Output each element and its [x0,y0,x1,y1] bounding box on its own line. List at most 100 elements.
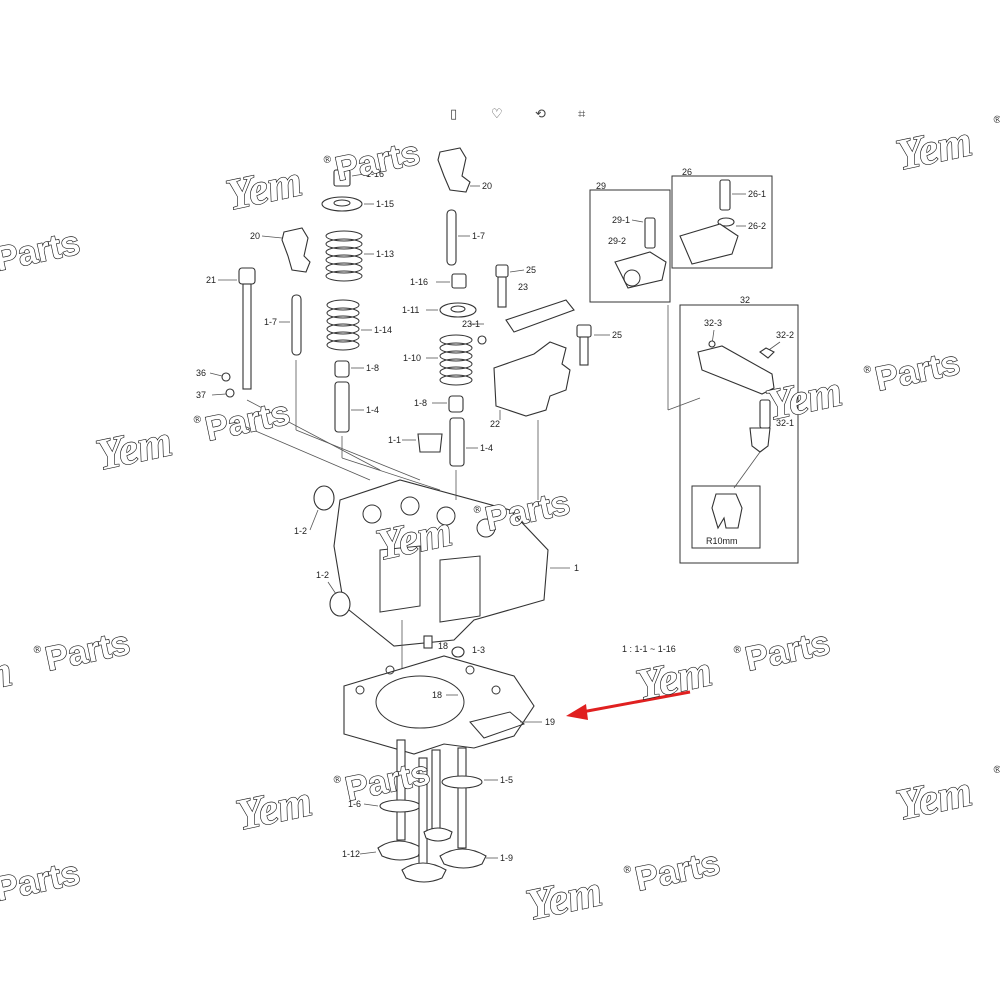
label-1-4-center: 1-4 [480,443,493,453]
svg-text:Yem: Yem [762,366,846,430]
rocker-shaft-assembly: 25 23 25 22 [490,264,622,500]
center-spring-part [439,334,473,386]
detail-box-29: 29 29-1 29-2 [589,181,671,303]
valve-ring-part-1-6 [379,799,421,813]
watermark-logo: Yem ® Parts [891,114,1000,181]
label-20-left: 20 [250,231,260,241]
valve-head-part-b [401,862,447,883]
valve-guide-part [334,381,350,433]
label-36: 36 [196,368,206,378]
svg-text:®: ® [863,364,873,376]
svg-text:Parts: Parts [0,224,83,279]
label-22: 22 [490,419,500,429]
head-bolt-part [238,267,256,285]
svg-text:Parts: Parts [332,134,423,189]
dowel-part [221,372,231,382]
detail-tip-part [711,493,743,530]
valves: 1-6 1-12 1-5 1-9 [342,739,513,883]
toolbar: ▯ ♡ ⟲ ⌗ [450,107,586,122]
rocker-shaft-part [505,299,575,333]
plug-part-1-3 [451,646,465,658]
watermark-logo: Yem ® Parts [91,393,294,480]
svg-text:®: ® [323,154,333,166]
rocker-arm-part-29 [614,251,667,289]
label-1-12: 1-12 [342,849,360,859]
svg-text:Parts: Parts [872,344,963,399]
valve-seat-part [417,433,443,453]
rocker-arm-part-26 [679,223,739,265]
dowel-part-head [423,635,433,649]
label-1-1-to-1-16: 1 : 1-1 ~ 1-16 [622,644,676,654]
retainer-part-center [439,302,477,318]
label-25-top: 25 [526,265,536,275]
valve-seal-part [334,360,350,378]
far-left-parts: 20 1-7 21 36 37 [196,227,311,400]
adjust-screw-part [644,217,656,249]
label-1-6: 1-6 [348,799,361,809]
watermarks: Yem ® Parts Yem ® Parts Yem ® Parts Yem … [0,114,1000,931]
label-1-2-bottom: 1-2 [316,570,329,580]
svg-text:Yem: Yem [0,646,16,710]
head-gasket: 18 19 1 : 1-1 ~ 1-16 [343,644,691,755]
label-1-1: 1-1 [388,435,401,445]
valve-stem-part-c [431,749,441,831]
watermark-logo: Yem ® Parts [891,764,1000,831]
svg-text:Yem: Yem [222,156,306,220]
svg-text:Parts: Parts [0,854,83,909]
label-29-1: 29-1 [612,215,630,225]
label-32: 32 [740,295,750,305]
label-20-center: 20 [482,181,492,191]
rocker-arm-part-center [437,147,471,193]
detail-box-32: 32 32-3 32-2 32-1 R10mm [667,295,799,564]
label-25-right: 25 [612,330,622,340]
valve-ring-part-1-5 [441,775,483,789]
rocker-arm-part-32 [697,345,775,395]
rocker-bracket-part [493,341,571,417]
head-gasket-part [343,655,535,755]
label-1-5: 1-5 [500,775,513,785]
label-32-1: 32-1 [776,418,794,428]
expansion-plug-part-bottom [329,591,351,617]
copy-icon[interactable]: ▯ [450,107,457,122]
svg-text:Yem: Yem [522,866,606,930]
svg-text:Yem: Yem [892,116,976,180]
watermark-logo: Yem ® Parts [761,343,964,430]
label-26-1: 26-1 [748,189,766,199]
outer-spring-part [325,230,363,282]
pushrod-part-left [291,294,302,356]
label-1-16: 1-16 [366,169,384,179]
svg-text:Yem: Yem [92,416,176,480]
svg-text:Parts: Parts [632,844,723,899]
label-1-9: 1-9 [500,853,513,863]
label-1-15: 1-15 [376,199,394,209]
svg-text:®: ® [993,114,1000,126]
label-32-3: 32-3 [704,318,722,328]
heart-icon[interactable]: ♡ [491,107,503,122]
label-1-11: 1-11 [402,305,419,315]
adjust-screw-part-26 [719,179,731,211]
svg-text:®: ® [193,414,203,426]
svg-text:Parts: Parts [482,484,573,539]
inner-spring-part [326,299,360,351]
label-1-16-center: 1-16 [410,277,428,287]
svg-text:Parts: Parts [42,624,133,679]
label-32-2: 32-2 [776,330,794,340]
svg-text:®: ® [473,504,483,516]
watermark-logo: Yem ® Parts [521,843,724,930]
label-26: 26 [682,167,692,177]
crop-icon[interactable]: ⌗ [578,107,586,122]
label-1-3: 1-3 [472,645,485,655]
retainer-part [321,196,363,212]
collet-part-center [451,273,467,289]
svg-text:Yem: Yem [632,646,716,710]
adjust-tip-part [749,427,771,453]
svg-text:Yem: Yem [232,776,316,840]
rotate-icon[interactable]: ⟲ [535,107,546,122]
label-1-14: 1-14 [374,325,392,335]
pushrod-part-center [446,209,457,266]
center-valve-stack: 20 1-7 1-16 1-11 23-1 1-10 1-8 [388,147,493,467]
label-1-4-left: 1-4 [366,405,379,415]
label-1-13: 1-13 [376,249,394,259]
